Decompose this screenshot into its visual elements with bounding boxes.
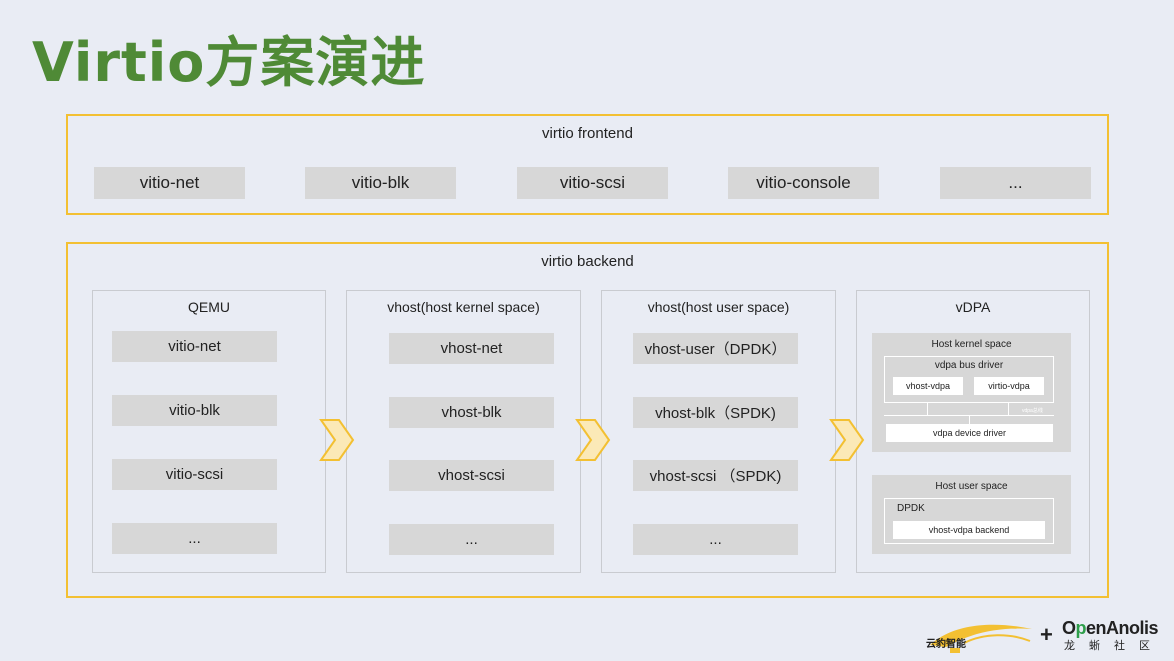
frontend-chip-console: vitio-console xyxy=(728,167,879,199)
frontend-chip-more: ... xyxy=(940,167,1091,199)
qemu-item-net: vitio-net xyxy=(112,331,277,362)
openanolis-logo-highlight: p xyxy=(1075,618,1087,638)
vhost-user-item-more: ... xyxy=(633,524,798,555)
vhost-kernel-item-net: vhost-net xyxy=(389,333,554,364)
page-title: Virtio方案演进 xyxy=(32,31,426,94)
frontend-chip-blk: vitio-blk xyxy=(305,167,456,199)
yunbao-logo-icon xyxy=(930,624,1032,653)
openanolis-logo-prefix: O xyxy=(1062,618,1076,638)
column-vdpa-title: vDPA xyxy=(955,299,991,315)
yunbao-logo-text: 云豹智能 xyxy=(926,639,966,650)
openanolis-logo-cn: 龙蜥社区 xyxy=(1064,640,1164,652)
frontend-chip-net: vitio-net xyxy=(94,167,245,199)
connector-device xyxy=(969,415,970,425)
vdpa-user-title: Host user space xyxy=(935,481,1008,492)
vdpa-bus-driver-box: vdpa bus driver vhost-vdpa virtio-vdpa xyxy=(884,356,1054,403)
connector-vhost-vdpa xyxy=(927,403,928,416)
openanolis-logo: OpenAnolis 龙蜥社区 xyxy=(1062,618,1166,653)
frontend-chip-scsi: vitio-scsi xyxy=(517,167,668,199)
qemu-item-more: ... xyxy=(112,523,277,554)
vdpa-bus-tiny-label: vdpa总线 xyxy=(1022,408,1043,414)
vhost-user-item-scsi-spdk: vhost-scsi （SPDK) xyxy=(633,460,798,491)
column-vhost-kernel-title: vhost(host kernel space) xyxy=(387,299,540,315)
dpdk-label: DPDK xyxy=(897,503,925,514)
vdpa-kernel-box: Host kernel space vdpa bus driver vhost-… xyxy=(872,333,1071,452)
vhost-vdpa-box: vhost-vdpa xyxy=(893,377,963,395)
column-vhost-user: vhost(host user space) vhost-user（DPDK） … xyxy=(601,290,836,573)
backend-frame: virtio backend xyxy=(66,242,1109,598)
column-qemu-title: QEMU xyxy=(188,299,230,315)
frontend-frame: virtio frontend vitio-net vitio-blk viti… xyxy=(66,114,1109,215)
backend-label: virtio backend xyxy=(541,253,634,270)
vhost-kernel-item-more: ... xyxy=(389,524,554,555)
openanolis-logo-text: OpenAnolis xyxy=(1062,618,1166,639)
chevron-right-icon xyxy=(829,419,865,461)
vhost-vdpa-backend-box: vhost-vdpa backend xyxy=(893,521,1045,539)
column-vhost-user-title: vhost(host user space) xyxy=(647,299,790,315)
vhost-user-item-dpdk: vhost-user（DPDK） xyxy=(633,333,798,364)
qemu-item-scsi: vitio-scsi xyxy=(112,459,277,490)
vdpa-user-box: Host user space DPDK vhost-vdpa backend xyxy=(872,475,1071,554)
yunbao-logo: 云豹智能 xyxy=(924,619,1036,655)
column-qemu: QEMU vitio-net vitio-blk vitio-scsi ... xyxy=(92,290,326,573)
openanolis-logo-rest: enAnolis xyxy=(1086,618,1159,638)
dpdk-box: DPDK vhost-vdpa backend xyxy=(884,498,1054,544)
vdpa-bus-driver-label: vdpa bus driver xyxy=(934,360,1004,371)
vdpa-device-driver-box: vdpa device driver xyxy=(886,424,1053,442)
vhost-kernel-item-blk: vhost-blk xyxy=(389,397,554,428)
column-vhost-kernel: vhost(host kernel space) vhost-net vhost… xyxy=(346,290,581,573)
vhost-user-item-blk-spdk: vhost-blk（SPDK) xyxy=(633,397,798,428)
chevron-right-icon xyxy=(575,419,611,461)
connector-virtio-vdpa xyxy=(1008,403,1009,416)
chevron-right-icon xyxy=(319,419,355,461)
vdpa-kernel-title: Host kernel space xyxy=(931,339,1012,350)
vhost-kernel-item-scsi: vhost-scsi xyxy=(389,460,554,491)
column-vdpa: vDPA Host kernel space vdpa bus driver v… xyxy=(856,290,1090,573)
virtio-vdpa-box: virtio-vdpa xyxy=(974,377,1044,395)
frontend-label: virtio frontend xyxy=(542,125,633,142)
qemu-item-blk: vitio-blk xyxy=(112,395,277,426)
logo-plus: + xyxy=(1040,622,1053,647)
